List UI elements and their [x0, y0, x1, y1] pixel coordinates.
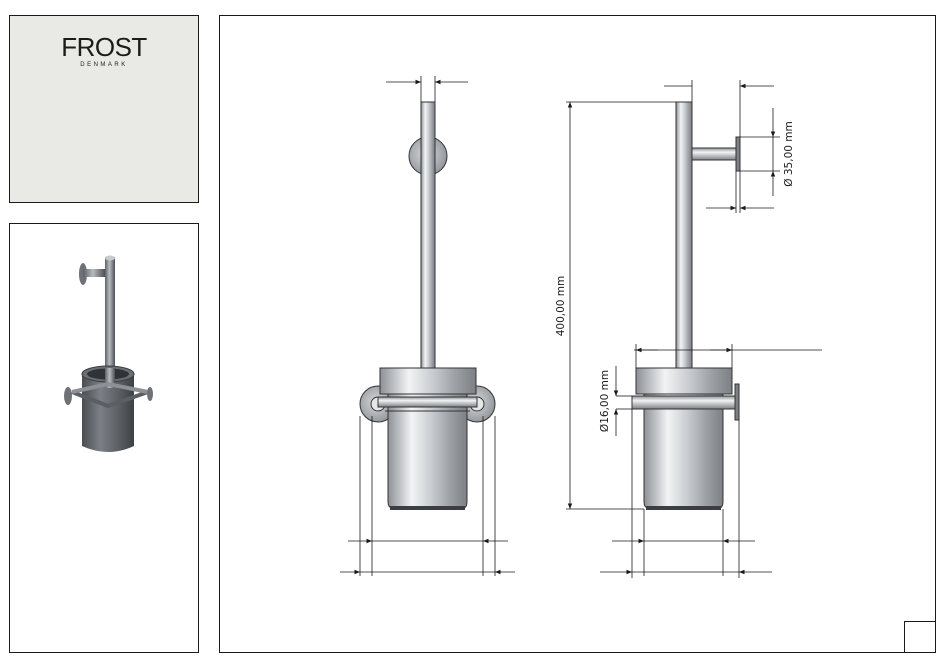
mount-diameter-label: Ø 35,00 mm	[783, 121, 795, 186]
front-cup-rim	[380, 368, 476, 394]
isometric-view-panel	[9, 223, 199, 653]
brand-logo: FROST	[10, 32, 198, 63]
side-rod	[676, 102, 692, 370]
isometric-view	[10, 224, 200, 654]
side-cup-rim	[636, 368, 732, 394]
side-holder-wall-plate	[735, 384, 739, 420]
side-cup	[644, 394, 723, 509]
front-view	[360, 102, 495, 510]
brand-tagline: DENMARK	[10, 62, 198, 68]
side-top-arm	[692, 148, 736, 160]
side-view	[632, 102, 740, 510]
front-holder-bar	[378, 397, 477, 407]
rod-diameter-label: Ø16,00 mm	[599, 370, 611, 432]
iso-cup	[82, 366, 134, 452]
side-top-wall-plate	[736, 137, 740, 171]
iso-top-bracket	[79, 263, 105, 285]
brand-panel: FROST DENMARK	[9, 15, 199, 203]
side-holder-arm	[632, 396, 736, 409]
height-label: 400,00 mm	[555, 276, 567, 337]
front-rod	[421, 102, 435, 370]
technical-drawing: Ø 35,00 mm 400,00 mm Ø16,00 mm	[220, 16, 937, 654]
technical-drawing-panel: Ø 35,00 mm 400,00 mm Ø16,00 mm	[219, 15, 936, 653]
title-block	[904, 621, 935, 652]
